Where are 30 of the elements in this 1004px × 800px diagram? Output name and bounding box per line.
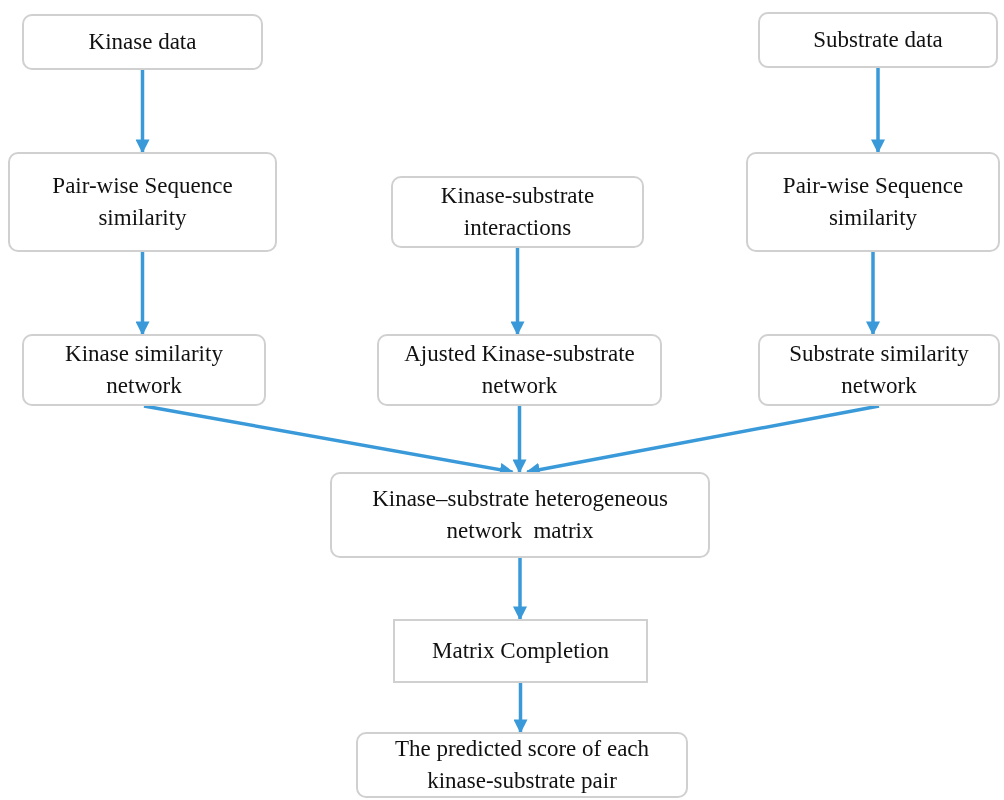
arrow [135, 252, 150, 336]
node-label: Matrix Completion [432, 636, 609, 665]
arrow [135, 70, 150, 154]
rounded-box [22, 14, 263, 70]
rounded-box [8, 152, 277, 252]
node-label: The predicted score of each kinase-substrate pair [393, 734, 651, 795]
node-label: Substrate data [813, 25, 943, 54]
node-label: Pair-wise Sequence similarity [781, 171, 965, 232]
rounded-box [746, 152, 1000, 252]
node-label: Ajusted Kinase-substrate network [403, 339, 636, 400]
node-label: Kinase–substrate heterogeneous network matrix [371, 484, 669, 545]
rounded-box [356, 732, 688, 798]
node-label: Kinase similarity network [64, 339, 224, 400]
process-box [393, 619, 648, 683]
arrow [871, 68, 885, 154]
rounded-box [377, 334, 662, 406]
arrow [866, 252, 880, 336]
node-label: Pair-wise Sequence similarity [51, 171, 234, 232]
node-label: Kinase data [88, 27, 197, 56]
rounded-box [22, 334, 266, 406]
rounded-box [330, 472, 710, 558]
rounded-box [391, 176, 644, 248]
arrow [512, 406, 527, 474]
arrow [513, 558, 527, 621]
arrow [510, 248, 525, 336]
rounded-box [758, 334, 1000, 406]
node-label: Substrate similarity network [788, 339, 970, 400]
rounded-box [758, 12, 998, 68]
arrow [513, 683, 528, 734]
node-label: Kinase-substrate interactions [439, 181, 596, 242]
